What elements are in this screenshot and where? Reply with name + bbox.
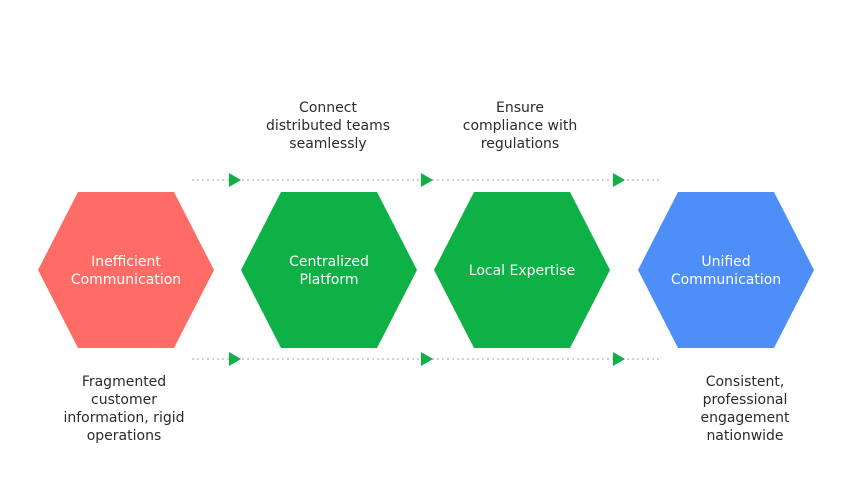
arrow-head-icon <box>421 352 433 366</box>
node-local-expertise: Local Expertise <box>434 192 610 348</box>
arrow-head-icon <box>421 173 433 187</box>
hexagon-shape <box>38 192 214 348</box>
connectors <box>192 173 660 366</box>
hexagon-shape <box>638 192 814 348</box>
arrow-head-icon <box>229 173 241 187</box>
hexagon-shape <box>434 192 610 348</box>
annotation-ensure-compliance: Ensure compliance with regulations <box>462 100 578 152</box>
hexagon-shape <box>241 192 417 348</box>
annotation-connect-teams: Connect distributed teams seamlessly <box>265 100 391 152</box>
annotation-fragmented-info: Fragmented customer information, rigid o… <box>63 374 185 444</box>
arrow-head-icon <box>613 352 625 366</box>
arrow-head-icon <box>613 173 625 187</box>
node-label: Local Expertise <box>469 263 575 279</box>
annotation-consistent-engagement: Consistent, professional engagement nati… <box>700 374 790 444</box>
arrow-head-icon <box>229 352 241 366</box>
